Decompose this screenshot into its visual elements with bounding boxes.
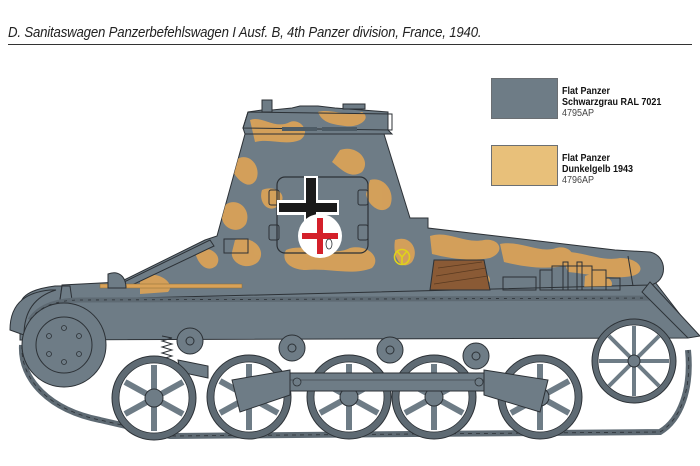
legend-item-schwarzgrau: Flat Panzer Schwarzgrau RAL 7021 4795AP (491, 78, 672, 119)
suspension-beam (231, 369, 549, 413)
track-lower (18, 344, 692, 440)
vision-slit (322, 127, 357, 131)
red-cross-marking (298, 214, 342, 258)
door-hinge (357, 224, 369, 241)
periscope (261, 99, 273, 113)
caption-divider (8, 44, 692, 45)
front-stowage (59, 239, 243, 301)
road-wheel (111, 355, 197, 441)
caption-title: D. Sanitaswagen Panzerbefehlswagen I Aus… (8, 24, 482, 41)
idler-wheel (591, 318, 677, 404)
hatch (342, 103, 366, 110)
return-rollers (176, 327, 490, 370)
legend-line2: Dunkelgelb 1943 (562, 164, 634, 175)
vision-slit (282, 127, 317, 131)
legend-line1: Flat Panzer (562, 153, 611, 164)
engine-deck-equipment (502, 255, 634, 291)
legend-code: 4795AP (562, 108, 595, 119)
legend-line1: Flat Panzer (562, 86, 611, 97)
division-symbol-marking (393, 248, 411, 266)
color-swatch-dunkelgelb (491, 145, 558, 186)
color-swatch-schwarzgrau (491, 78, 558, 119)
drive-sprocket (21, 302, 107, 388)
road-wheel (391, 354, 477, 440)
legend-item-dunkelgelb: Flat Panzer Dunkelgelb 1943 4796AP (491, 145, 641, 186)
rear-fender (641, 281, 700, 339)
superstructure (59, 99, 664, 301)
legend-code: 4796AP (562, 175, 595, 186)
vent-plate (223, 238, 249, 254)
storage-box (429, 259, 491, 291)
door-hinge (268, 189, 280, 206)
wood-grain (433, 261, 489, 285)
legend-line2: Schwarzgrau RAL 7021 (562, 97, 662, 108)
balkenkreuz-marking (277, 176, 339, 222)
door-hinge (268, 224, 280, 241)
road-wheel (306, 354, 392, 440)
door-hinge (357, 189, 369, 206)
